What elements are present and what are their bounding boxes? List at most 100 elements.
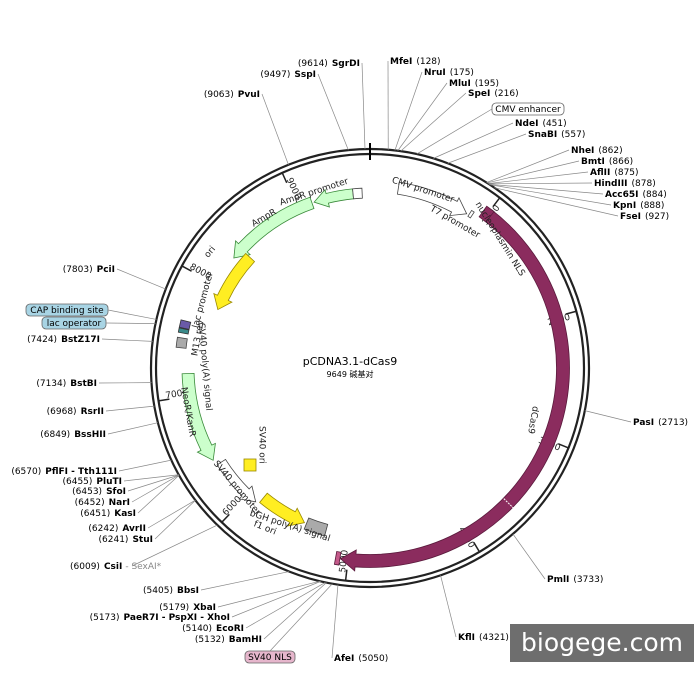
enzyme-position: (6570)	[11, 467, 41, 477]
enzyme-label-pflfi: (6570) PflFI - Tth111I	[11, 467, 117, 477]
backbone	[149, 143, 591, 589]
enzyme-position: (4321)	[479, 633, 509, 643]
enzyme-label-spei: SpeI(216)	[468, 89, 519, 99]
enzyme-label-bstz17i: (7424)BstZ17I	[27, 335, 100, 345]
enzyme-label-xbai: (5179)XbaI	[159, 603, 216, 613]
enzyme-position: (5173)	[90, 613, 120, 623]
enzyme-label-sgrdi: (9614)SgrDI	[298, 59, 360, 69]
enzyme-label-pvui: (9063)PvuI	[204, 90, 260, 100]
tick-mark	[281, 172, 288, 184]
backbone-inner	[154, 152, 586, 584]
sv40-ori-block	[243, 458, 257, 472]
enzyme-position: (875)	[614, 168, 638, 178]
enzyme-leader-pmli	[512, 533, 546, 580]
enzyme-name: HindIII	[594, 179, 628, 189]
enzyme-label-pcii: (7803)PciI	[63, 265, 115, 275]
enzyme-leader-bamhi	[263, 582, 327, 640]
enzyme-label-mlui: MluI(195)	[449, 79, 499, 89]
enzyme-position: (2713)	[658, 418, 688, 428]
enzyme-leader-nhei	[486, 149, 570, 183]
enzyme-name: MfeI	[390, 57, 412, 67]
enzyme-label-snabi: SnaBI(557)	[528, 130, 585, 140]
enzyme-position: (6452)	[75, 498, 105, 508]
enzyme-leader-spei	[400, 92, 467, 152]
enzyme-label-nrui: NruI(175)	[424, 68, 474, 78]
enzyme-position: (6455)	[62, 477, 92, 487]
enzyme-leader-mlui	[397, 82, 448, 151]
enzyme-label-kasi: (6451)KasI	[80, 509, 136, 519]
enzyme-name: NdeI	[515, 119, 538, 129]
tick-mark	[158, 398, 170, 402]
enzyme-leader-stui	[154, 500, 196, 540]
enzyme-position: (6453)	[72, 487, 102, 497]
tick-mark	[558, 443, 569, 449]
tick-mark	[565, 310, 577, 315]
boxed-label-sv40-nls: SV40 NLS	[248, 653, 292, 663]
enzyme-label-pasi: PasI(2713)	[633, 418, 688, 428]
cmv-promoter-arrow	[396, 181, 468, 217]
ampr-promoter-end	[352, 187, 363, 200]
tick-mark	[221, 513, 230, 523]
enzyme-label-paer7i: (5173)PaeR7I - PspXI - XhoI	[90, 613, 230, 623]
enzyme-name: FseI	[620, 212, 641, 222]
enzyme-name: PluTI	[96, 477, 122, 487]
enzyme-label-bstbi: (7134)BstBI	[36, 379, 97, 389]
enzyme-leader-bbsi	[200, 571, 290, 591]
enzyme-label-nari: (6452) NarI	[75, 498, 130, 508]
enzyme-label-kpni: KpnI(888)	[613, 201, 664, 211]
enzyme-leader-nari	[131, 474, 180, 503]
enzyme-position: (6241)	[99, 535, 129, 545]
enzyme-label-nhei: NheI(862)	[571, 146, 623, 156]
t7-promoter-block	[467, 209, 475, 219]
map-size: 9649 碱基对	[327, 369, 374, 379]
watermark: biogege.com	[521, 628, 683, 657]
enzyme-position: (884)	[643, 190, 667, 200]
ampr-promoter-arrow	[313, 188, 354, 208]
lac-promoter-block	[178, 319, 192, 330]
enzyme-label-stui: (6241)StuI	[99, 535, 153, 545]
enzyme-name: SnaBI	[528, 130, 557, 140]
enzyme-name: BmtI	[581, 157, 605, 167]
enzyme-position: (9497)	[260, 70, 290, 80]
enzyme-position: (3733)	[573, 575, 603, 585]
enzyme-position: (6849)	[40, 430, 70, 440]
enzyme-name: SfoI	[106, 487, 126, 497]
enzyme-position: (128)	[416, 57, 440, 67]
enzyme-name: SspI	[294, 70, 316, 80]
enzyme-position: (866)	[609, 157, 633, 167]
enzyme-position: (7134)	[36, 379, 66, 389]
watermark-box	[510, 624, 694, 662]
enzyme-position: (5179)	[159, 603, 189, 613]
feature-label-dcas9: dCas9	[525, 405, 540, 435]
enzyme-leader-sgrdi	[361, 62, 366, 150]
enzyme-position: (7803)	[63, 265, 93, 275]
enzyme-leader-kasi	[137, 474, 180, 514]
enzyme-extra: - SexAI*	[125, 562, 161, 572]
enzyme-sites: (9614)SgrDI (9497) SspI (9063)PvuI MfeI (128)…	[11, 57, 688, 664]
enzyme-leader-sfoi	[127, 474, 180, 492]
enzyme-name: CsiI	[104, 562, 122, 572]
enzyme-leader-pasi	[584, 410, 632, 423]
enzyme-position: (5405)	[143, 586, 173, 596]
enzyme-position: (7424)	[27, 335, 57, 345]
enzyme-name: MluI	[449, 79, 471, 89]
enzyme-label-kfli: KflI(4321)	[458, 633, 509, 643]
enzyme-leader-kfli	[440, 575, 457, 638]
enzyme-leader-pflfi	[118, 459, 172, 472]
enzyme-name: AfeI	[334, 654, 354, 664]
enzyme-leader-snabi	[447, 133, 527, 164]
enzyme-label-sfoi: (6453) SfoI	[72, 487, 126, 497]
enzyme-position: (6242)	[88, 524, 118, 534]
enzyme-name: PflFI - Tth111I	[45, 467, 117, 477]
enzyme-name: Acc65I	[605, 190, 639, 200]
enzyme-leader-pluti	[123, 474, 179, 482]
enzyme-position: (5132)	[195, 635, 225, 645]
backbone-outer	[149, 147, 591, 589]
enzyme-name: NarI	[109, 498, 130, 508]
enzyme-label-avrii: (6242)AvrII	[88, 524, 146, 534]
enzyme-name: AflII	[590, 168, 610, 178]
map-center: pCDNA3.1-dCas9 9649 碱基对	[303, 355, 397, 379]
enzyme-label-bmti: BmtI (866)	[581, 157, 633, 167]
lac-operator-block	[177, 327, 190, 335]
enzyme-position: (862)	[598, 146, 622, 156]
